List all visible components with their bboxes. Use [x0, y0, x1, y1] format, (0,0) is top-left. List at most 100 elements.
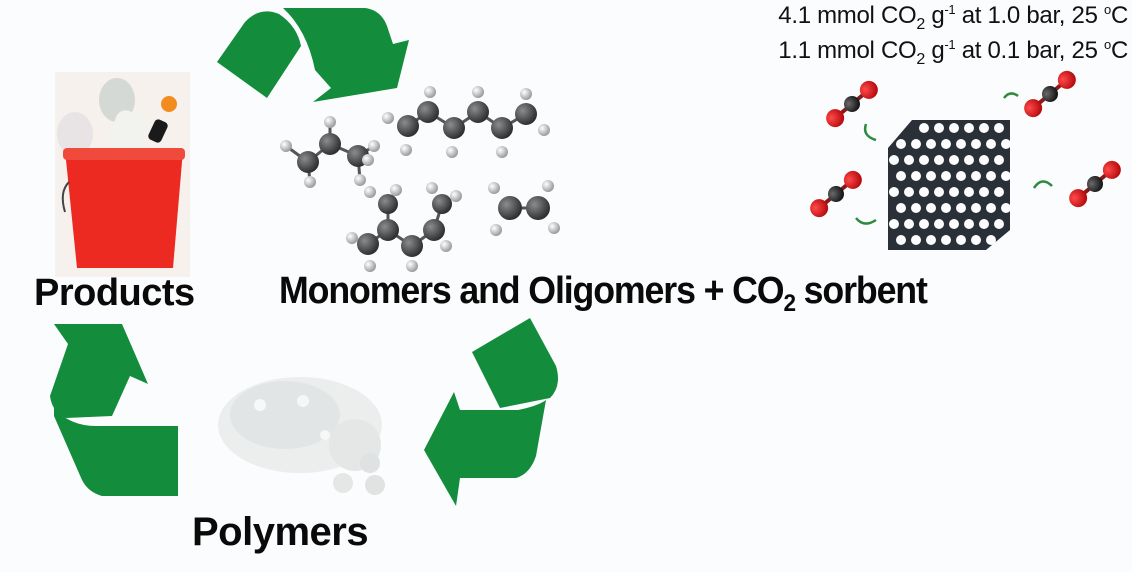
pore [889, 155, 899, 165]
pore [949, 219, 959, 229]
pore [994, 155, 1004, 165]
pore [889, 219, 899, 229]
stat-unit: g [924, 37, 945, 64]
pore [941, 139, 951, 149]
stat-amount: 4.1 mmol CO [778, 2, 917, 29]
pore [896, 171, 906, 181]
pore [949, 123, 959, 133]
plastic-waste-bucket-icon [55, 72, 190, 277]
pore [956, 171, 966, 181]
polymers-label: Polymers [192, 510, 369, 554]
pore [949, 155, 959, 165]
pore [911, 139, 921, 149]
pore [986, 203, 996, 213]
pore [919, 187, 929, 197]
pore [934, 155, 944, 165]
pore [956, 139, 966, 149]
pore [971, 203, 981, 213]
monomers-label-suffix: sorbent [794, 270, 928, 312]
co2-molecule-icon [810, 170, 862, 218]
pore [964, 187, 974, 197]
pore [941, 171, 951, 181]
stat-condition: at 1.0 bar, 25 [955, 2, 1105, 29]
stat-unit: g [924, 2, 945, 29]
pore [964, 155, 974, 165]
propene-molecule-icon [280, 116, 380, 188]
pore [994, 123, 1004, 133]
pore [941, 235, 951, 245]
pore [949, 187, 959, 197]
pore [896, 203, 906, 213]
porous-sorbent-cube-icon [888, 120, 1011, 250]
stat-degree: o [1104, 2, 1111, 17]
stat-temp-unit: C [1110, 2, 1128, 29]
adsorption-arrow-icon [1003, 92, 1019, 99]
monomers-oligomers-label: Monomers and Oligomers + CO2 sorbent [279, 270, 928, 318]
pore [994, 219, 1004, 229]
monomers-label-prefix: Monomers and Oligomers + CO [279, 270, 785, 312]
co2-molecule-icon [1024, 70, 1076, 118]
co2-molecule-icon [1069, 160, 1121, 208]
recycle-arrow-right-icon [424, 318, 558, 506]
pore [926, 235, 936, 245]
pore [1001, 203, 1011, 213]
pore [956, 203, 966, 213]
pore [926, 139, 936, 149]
stat-condition: at 0.1 bar, 25 [955, 37, 1105, 64]
pore [926, 171, 936, 181]
pore [934, 187, 944, 197]
molecules-group [280, 86, 560, 272]
pore [986, 139, 996, 149]
pore [986, 235, 996, 245]
pore [911, 203, 921, 213]
pore [971, 139, 981, 149]
pore [979, 187, 989, 197]
recycle-arrow-top-icon [217, 8, 409, 102]
pore [971, 171, 981, 181]
polymer-pellets-icon [218, 377, 385, 495]
pore [956, 235, 966, 245]
sorbent-scene [810, 70, 1121, 250]
co2-subscript: 2 [783, 290, 796, 317]
stat-temp-unit: C [1110, 37, 1128, 64]
co2-molecule-icon [826, 80, 878, 128]
pore [904, 187, 914, 197]
pore [979, 155, 989, 165]
stat-unit-sup: -1 [944, 37, 956, 52]
adsorption-arrow-icon [855, 217, 877, 225]
pore [904, 155, 914, 165]
pore [1001, 235, 1011, 245]
adsorption-arrow-icon [1032, 180, 1053, 189]
pore [919, 219, 929, 229]
stat-unit-sup: -1 [944, 2, 956, 17]
pore [964, 123, 974, 133]
recycle-arrow-left-icon [50, 324, 178, 496]
pore [889, 187, 899, 197]
pore [1001, 139, 1011, 149]
pore [934, 123, 944, 133]
stat-amount: 1.1 mmol CO [778, 37, 917, 64]
pore [904, 219, 914, 229]
diene-molecule-icon [346, 182, 462, 272]
pore [979, 219, 989, 229]
pore [979, 123, 989, 133]
hexatriene-molecule-icon [382, 86, 550, 158]
products-label: Products [34, 272, 195, 314]
pore [926, 203, 936, 213]
adsorption-arrow-icon [863, 123, 877, 142]
pore [896, 139, 906, 149]
pore [919, 123, 929, 133]
stat-degree: o [1104, 37, 1111, 52]
ethylene-molecule-icon [488, 180, 560, 236]
pore [941, 203, 951, 213]
pore [1001, 171, 1011, 181]
pore [919, 155, 929, 165]
pore [911, 235, 921, 245]
stat-co2-sub: 2 [916, 16, 925, 33]
co2-uptake-stat-0.1bar: 1.1 mmol CO2 g-1 at 0.1 bar, 25 oC [778, 37, 1128, 69]
pore [934, 219, 944, 229]
pore [994, 187, 1004, 197]
pore [986, 171, 996, 181]
pore [971, 235, 981, 245]
pore [964, 219, 974, 229]
